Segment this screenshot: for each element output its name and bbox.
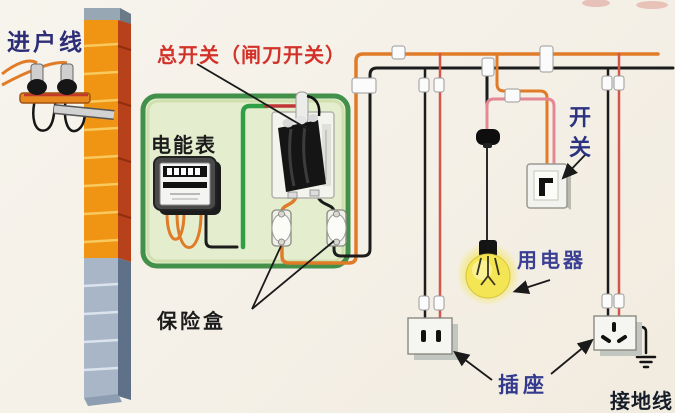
knife-switch xyxy=(271,91,335,199)
switch-arrow xyxy=(561,154,586,180)
socket-label: 插座 xyxy=(498,373,548,397)
wall-switch xyxy=(526,163,571,210)
live-bus xyxy=(280,52,660,265)
wire-clips xyxy=(351,45,625,311)
bulb-cap xyxy=(479,240,497,257)
switch-label: 开关 xyxy=(568,106,591,161)
energy-meter xyxy=(153,156,221,215)
filament xyxy=(476,256,500,286)
conduit-tube xyxy=(53,105,115,119)
appliance-arrow xyxy=(512,279,551,294)
brick-pole xyxy=(83,8,132,406)
insulator xyxy=(57,63,77,95)
socket-three-hole xyxy=(593,315,642,356)
fuse-pointer-left xyxy=(251,245,282,310)
pointer-lines xyxy=(196,63,594,381)
main-switch-label: 总开关（闸刀开关） xyxy=(157,43,346,67)
lamp xyxy=(456,129,520,306)
fuse-left xyxy=(271,209,292,247)
switch-toggle xyxy=(539,178,553,196)
ground-symbol xyxy=(635,355,657,369)
main-switch-pointer xyxy=(196,63,312,132)
socket-arrow-right xyxy=(550,338,594,375)
socket-arrow-left xyxy=(453,350,493,381)
lamp-holder xyxy=(476,129,500,145)
ground-wire-label: 接地线 xyxy=(610,389,673,413)
appliance-label: 用电器 xyxy=(517,248,586,272)
fuse-right xyxy=(326,209,347,247)
energy-meter-label: 电能表 xyxy=(151,133,217,157)
insulator xyxy=(27,63,47,95)
socket-two-hole xyxy=(407,317,458,360)
neutral-bus xyxy=(332,66,675,258)
fuse-box-label: 保险盒 xyxy=(157,309,226,333)
service-wire-label: 进户线 xyxy=(7,30,85,56)
wires xyxy=(165,52,675,355)
service-entrance xyxy=(1,59,115,133)
print-smudges xyxy=(582,0,668,9)
fuse-pointer-right xyxy=(251,240,335,310)
green-wire xyxy=(240,103,270,250)
